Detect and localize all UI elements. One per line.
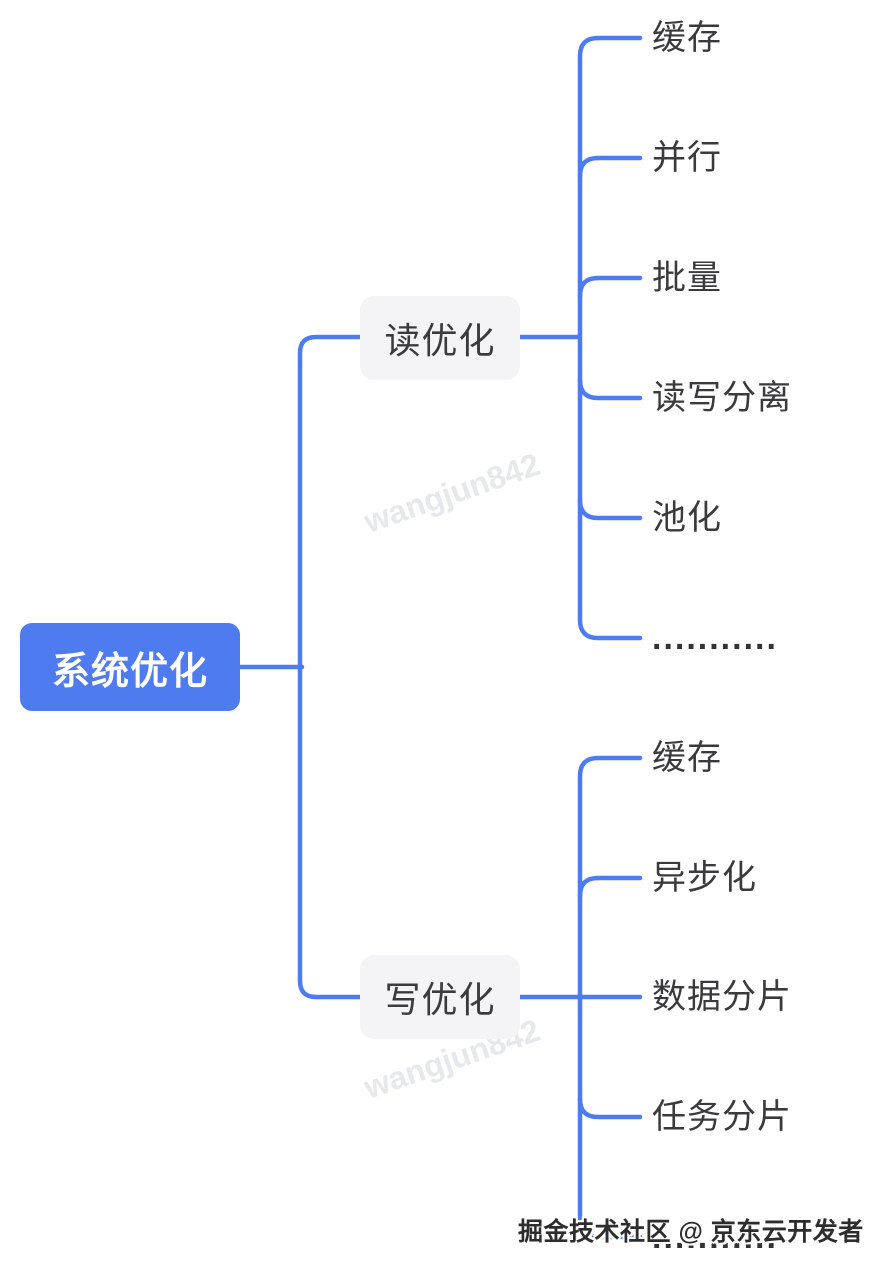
branch-node-write-optimization[interactable]: 写优化 (360, 955, 520, 1039)
edge-write-spur-task (577, 1096, 643, 1120)
root-node-system-optimization[interactable]: 系统优化 (20, 623, 240, 711)
watermark-text: wangjun842 (359, 445, 545, 540)
leaf-write-cache[interactable]: 缓存 (652, 739, 722, 777)
leaf-write-more-ellipsis[interactable]: ........... (652, 1218, 778, 1256)
leaf-write-task-sharding[interactable]: 任务分片 (652, 1098, 792, 1136)
leaf-write-async[interactable]: 异步化 (652, 859, 757, 897)
branch-node-read-optimization[interactable]: 读优化 (360, 296, 520, 380)
edge-read-spur-batch (577, 275, 643, 299)
leaf-write-data-sharding[interactable]: 数据分片 (652, 978, 792, 1016)
edge-main-trunk (297, 334, 643, 1000)
edge-read-spur-rwsplit (577, 377, 643, 401)
edge-read-trunk (577, 35, 643, 641)
leaf-read-parallel[interactable]: 并行 (652, 139, 722, 177)
leaf-read-batch[interactable]: 批量 (652, 259, 722, 297)
leaf-read-write-split[interactable]: 读写分离 (652, 379, 792, 417)
edge-write-spur-async (577, 875, 643, 899)
leaf-read-pooling[interactable]: 池化 (652, 499, 722, 537)
leaf-read-more-ellipsis[interactable]: ........... (652, 619, 778, 657)
leaf-read-cache[interactable]: 缓存 (652, 19, 722, 57)
edge-read-spur-parallel (577, 155, 643, 179)
footer-credit: 掘金技术社区 @ 京东云开发者 (518, 1218, 864, 1246)
edge-read-spur-pooling (577, 497, 643, 521)
edge-write-trunk (577, 755, 643, 1240)
